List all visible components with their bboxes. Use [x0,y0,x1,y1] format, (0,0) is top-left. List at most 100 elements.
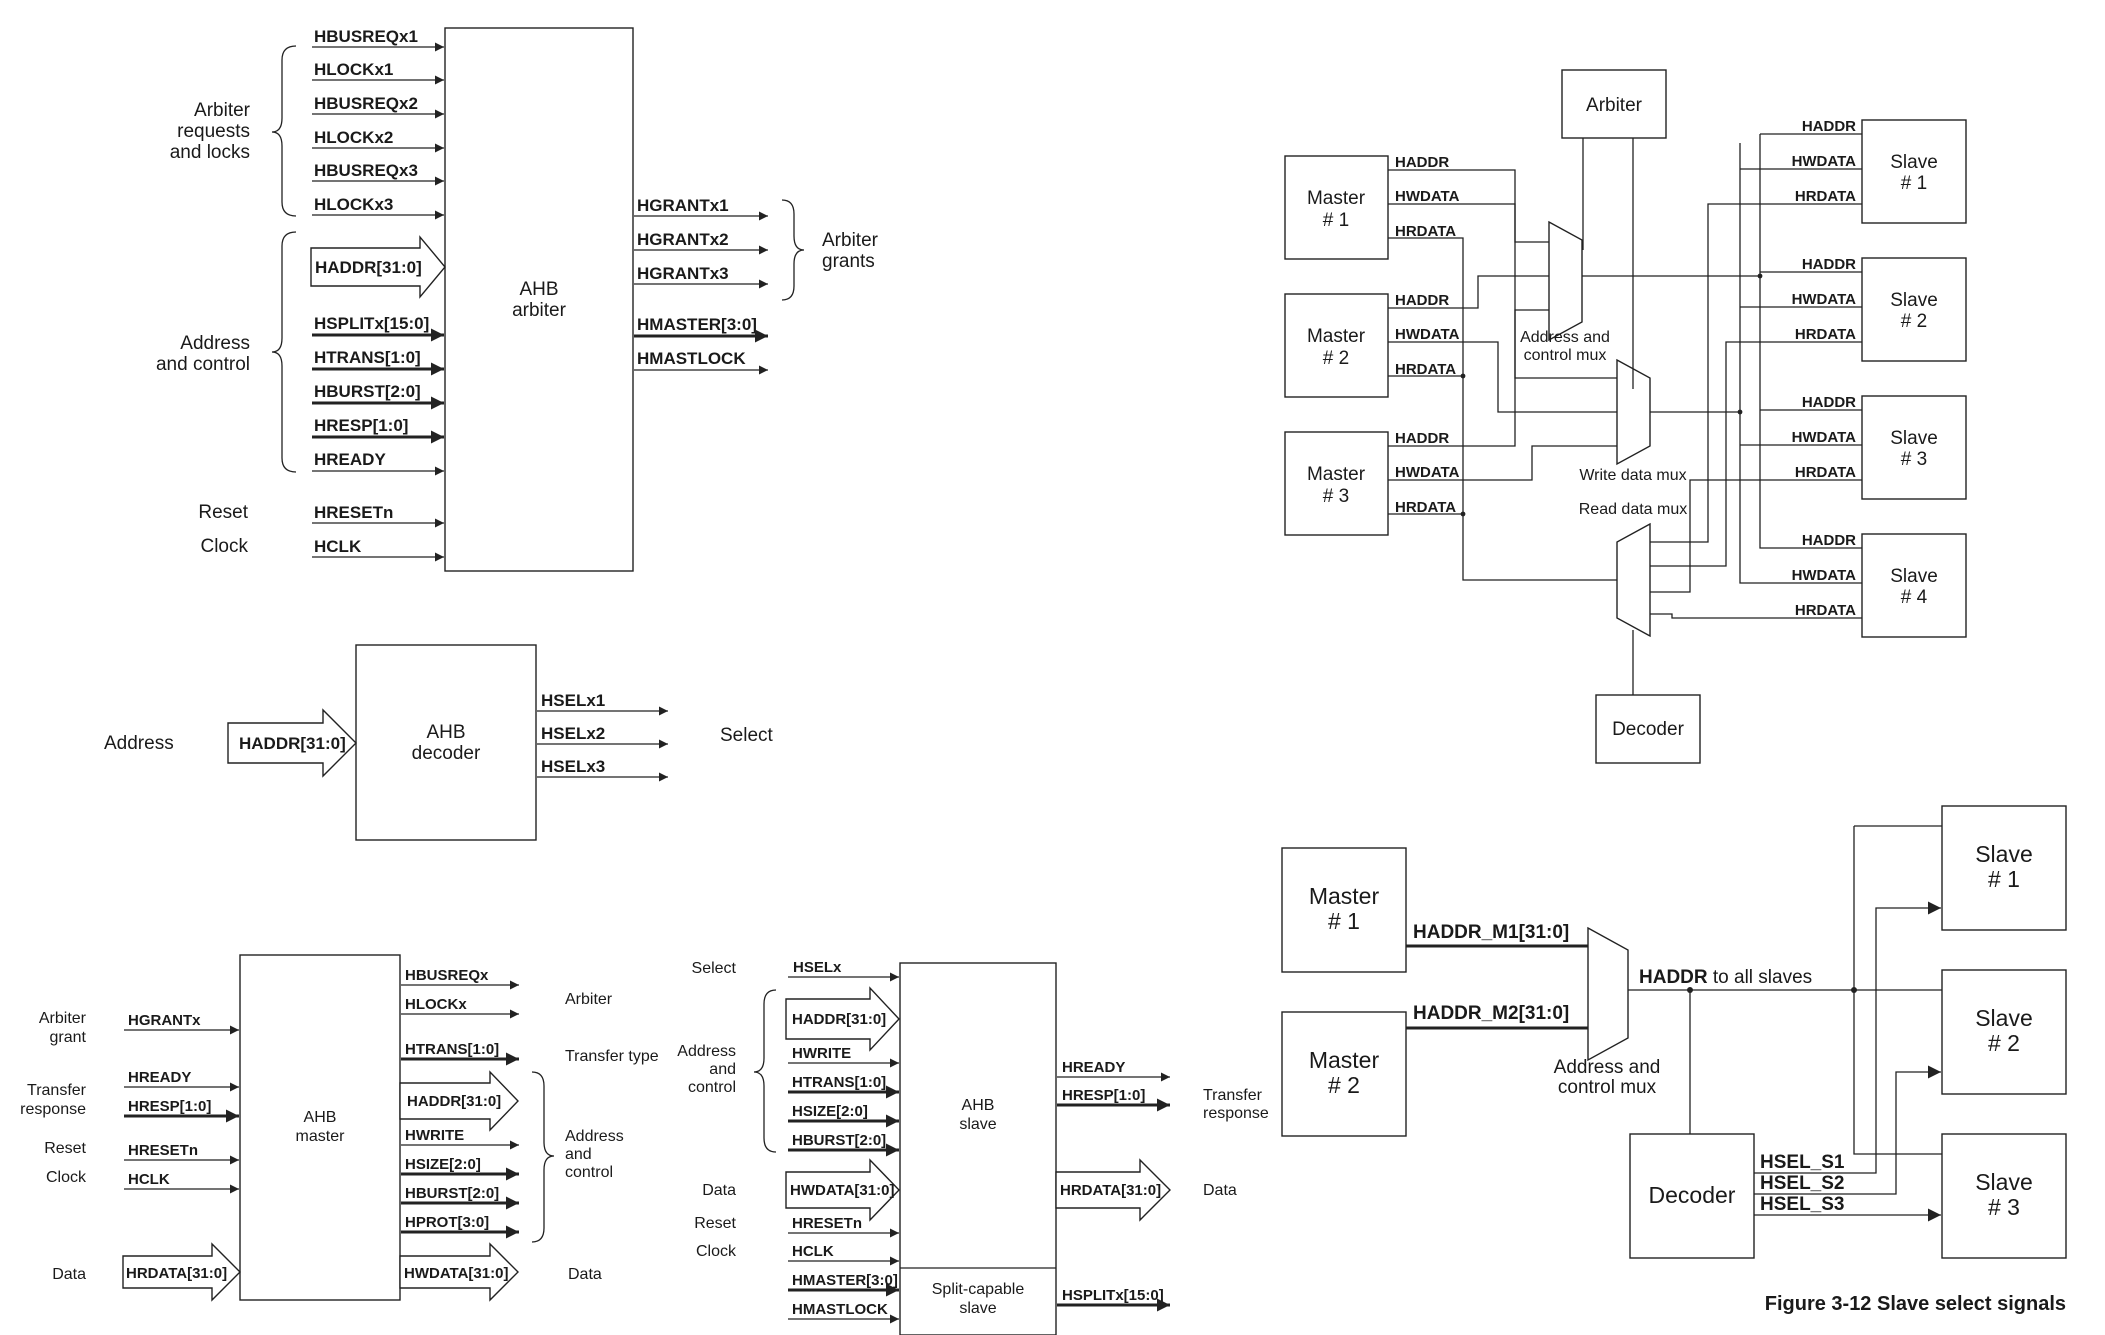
bus-arrow [1055,1158,1171,1222]
slave-label: Slave [1890,290,1938,311]
bus-slave-3 [1861,395,1967,500]
signal-label: HRESETn [128,1142,198,1159]
slave-block [899,962,1057,1335]
signal-label: HREADY [1062,1059,1125,1076]
bus-decoder-block [1595,694,1701,764]
decoder-block-label-2: decoder [412,743,481,764]
select-decoder-label: Decoder [1649,1182,1736,1208]
master-block [239,954,401,1301]
signal-label: HREADY [128,1069,191,1086]
signal-label: HSIZE[2:0] [792,1103,868,1120]
clock-label: Clock [200,536,248,557]
master-side-label: Reset [44,1140,86,1157]
slave-resp-label: response [1203,1105,1269,1122]
signal-label: HWDATA[31:0] [404,1265,508,1282]
slave-label: Slave [1890,428,1938,449]
arbiter-control-inputs: HSPLITx[15:0] HTRANS[1:0] HBURST[2:0] HR… [312,314,444,476]
slave-resp-label: Transfer [1203,1087,1263,1104]
signal-label: HSPLITx[15:0] [1062,1287,1164,1304]
bus-arbiter-block [1561,69,1667,139]
brace [753,989,777,1153]
haddr-label: HADDR [1639,967,1708,988]
select-master-2 [1281,1011,1407,1137]
master-side-label: Clock [46,1169,87,1186]
master-transfer-type-label: Transfer type [565,1048,659,1065]
slave-data-label: Data [702,1182,736,1199]
slave-addr-label: Address [677,1043,736,1060]
master-side-label: Transfer [27,1082,87,1099]
haddr-to-all-label: HADDR to all slaves [1639,967,1812,988]
signal-label: HSEL_S2 [1760,1173,1844,1194]
signal-label: HWRITE [405,1127,464,1144]
signal-label: HSPLITx[15:0] [314,314,429,333]
signal-label: HADDR_M1[31:0] [1413,922,1569,943]
address-control-mux [1548,220,1583,342]
brace [271,231,297,473]
slave-addr-label: control [688,1079,736,1096]
signal-label: HWDATA[31:0] [790,1182,894,1199]
signal-label: HADDR [1395,154,1449,171]
split-block-label-2: slave [959,1300,996,1317]
signal-label: HWDATA [1792,567,1857,584]
bus-slave-4 [1861,533,1967,638]
arbiter-block-label-2: arbiter [512,300,567,321]
master-side-label: response [20,1101,86,1118]
bus-arrow [399,1070,519,1132]
signal-label: HWDATA [1792,153,1857,170]
signal-label: HADDR[31:0] [792,1011,886,1028]
signal-label: HTRANS[1:0] [314,348,421,367]
select-slave-1 [1941,805,2067,931]
mux-label: Address and [1520,329,1610,346]
slave-label: # 2 [1901,311,1927,332]
master-label: # 2 [1328,1072,1360,1098]
master-label: # 2 [1323,348,1349,369]
slave-reset-label: Reset [694,1215,736,1232]
master-block-label-1: AHB [304,1109,337,1126]
master-label: Master [1307,326,1366,347]
signal-label: HRDATA [1795,602,1856,619]
slave-addr-label: and [709,1061,736,1078]
signal-label: HSELx1 [541,691,605,710]
signal-label: HREADY [314,450,386,469]
mux-label: control mux [1524,347,1607,364]
signal-label: HMASTLOCK [637,349,746,368]
decoder-select-label: Select [720,725,774,746]
signal-label: HRDATA [1395,361,1456,378]
slave-select-diagram: Master # 1 Master # 2 Slave # 1 Slave # … [1281,805,2067,1315]
signal-label: HBURST[2:0] [792,1132,886,1149]
signal-label: HSEL_S3 [1760,1194,1844,1215]
slave-clock-label: Clock [696,1243,737,1260]
decoder-block [355,644,537,841]
signal-label: HSIZE[2:0] [405,1156,481,1173]
select-slave-2 [1941,969,2067,1095]
master-label: # 3 [1323,486,1349,507]
master-side-label: grant [50,1029,87,1046]
slave-label: # 4 [1901,587,1928,608]
signal-label: HTRANS[1:0] [405,1041,499,1058]
signal-label: HGRANTx2 [637,230,729,249]
signal-label: HGRANTx3 [637,264,729,283]
arbiter-block [444,27,634,572]
bus-slave-1 [1861,119,1967,224]
signal-label: HRESP[1:0] [128,1098,211,1115]
signal-label: HRESETn [792,1215,862,1232]
mux-label: Address and [1554,1057,1661,1078]
bus-decoder-label: Decoder [1612,719,1684,740]
signal-label: HRDATA[31:0] [1060,1182,1161,1199]
signal-label: HMASTER[3:0] [637,315,757,334]
master-addr-label: control [565,1164,613,1181]
bus-arrow [227,708,357,778]
slave-label: Slave [1890,566,1938,587]
arbiter-group-label: and locks [170,142,250,163]
reset-label: Reset [198,502,248,523]
arbiter-group-label: Address [180,333,250,354]
signal-label: HLOCKx [405,996,467,1013]
signal-label: HRDATA [1795,326,1856,343]
signal-label: HADDR[31:0] [407,1093,501,1110]
bus-arrow [399,1242,519,1302]
signal-label: HRESP[1:0] [1062,1087,1145,1104]
signal-label: HADDR[31:0] [239,734,346,753]
signal-label: HCLK [792,1243,834,1260]
arbiter-interface-diagram: AHB arbiter HBUSREQx1 HLOCKx1 HBUSREQx2 … [156,27,879,572]
slave-interface-diagram: AHB slave Split-capable slave Select HSE… [677,959,1269,1335]
